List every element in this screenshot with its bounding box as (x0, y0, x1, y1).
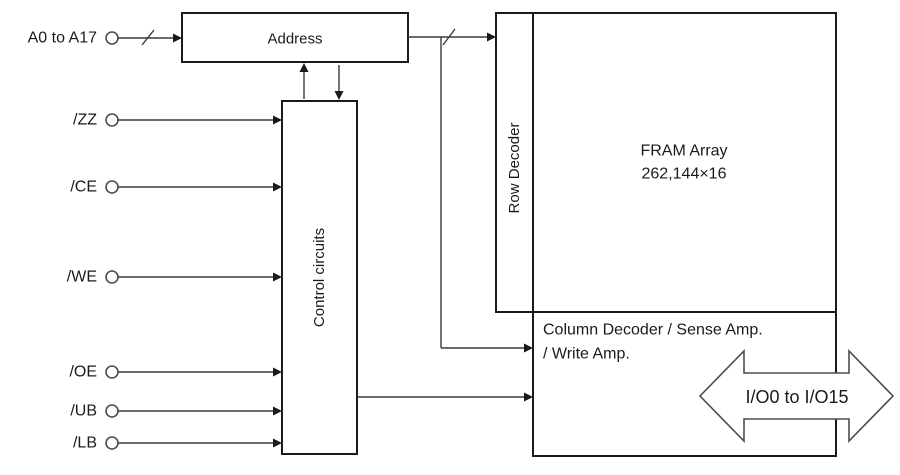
terminal-circle (105, 113, 119, 127)
arrowhead-icon (273, 272, 282, 282)
arrowhead-icon (524, 392, 533, 402)
arrowhead-icon (273, 438, 282, 448)
control-circuits-label: Control circuits (311, 228, 328, 327)
arrowhead-icon (487, 32, 496, 42)
bus-slash-icon (141, 29, 155, 46)
signal-label-ub: /UB (70, 403, 97, 420)
fram-array-label-line2: 262,144×16 (642, 166, 727, 183)
signal-row-ce (105, 180, 282, 194)
signal-label-ce: /CE (70, 179, 97, 196)
arrowhead-icon (173, 33, 182, 43)
terminal-circle (105, 365, 119, 379)
address-control-connection (299, 63, 344, 100)
signal-row-we (105, 270, 282, 284)
signal-label-we: /WE (67, 269, 97, 286)
control-circuits-block (281, 100, 358, 455)
signal-row-oe (105, 365, 282, 379)
arrowhead-icon (524, 343, 533, 353)
address-block-label: Address (267, 31, 322, 48)
signal-row-ub (105, 404, 282, 418)
column-decoder-label-line2: / Write Amp. (543, 346, 630, 363)
signal-label-zz: /ZZ (73, 112, 97, 129)
bus-slash-icon (442, 28, 456, 46)
signal-row-lb (105, 436, 282, 450)
signal-label-oe: /OE (69, 364, 97, 381)
signal-row-zz (105, 113, 282, 127)
arrowhead-icon (273, 115, 282, 125)
terminal-circle (105, 404, 119, 418)
arrowhead-down-icon (334, 91, 344, 100)
control-column-connection (357, 392, 533, 402)
terminal-circle (105, 436, 119, 450)
double-arrow-icon (698, 349, 895, 443)
arrowhead-up-icon (299, 63, 309, 72)
row-decoder-label: Row Decoder (506, 123, 523, 214)
column-decoder-label-line1: Column Decoder / Sense Amp. (543, 322, 763, 339)
terminal-circle (105, 180, 119, 194)
arrowhead-icon (273, 367, 282, 377)
io-bidirectional-arrow: I/O0 to I/O15 (698, 349, 895, 443)
signal-row-address (105, 29, 182, 46)
fram-array-label-line1: FRAM Array (640, 143, 727, 160)
address-bus-connection (408, 28, 533, 353)
terminal-circle (105, 270, 119, 284)
arrowhead-icon (273, 406, 282, 416)
signal-label-lb: /LB (73, 435, 97, 452)
fram-array-block (495, 12, 837, 313)
arrowhead-icon (273, 182, 282, 192)
io-label: I/O0 to I/O15 (745, 387, 848, 407)
address-block (181, 12, 409, 63)
signal-label-address: A0 to A17 (28, 30, 97, 47)
terminal-circle (105, 31, 119, 45)
